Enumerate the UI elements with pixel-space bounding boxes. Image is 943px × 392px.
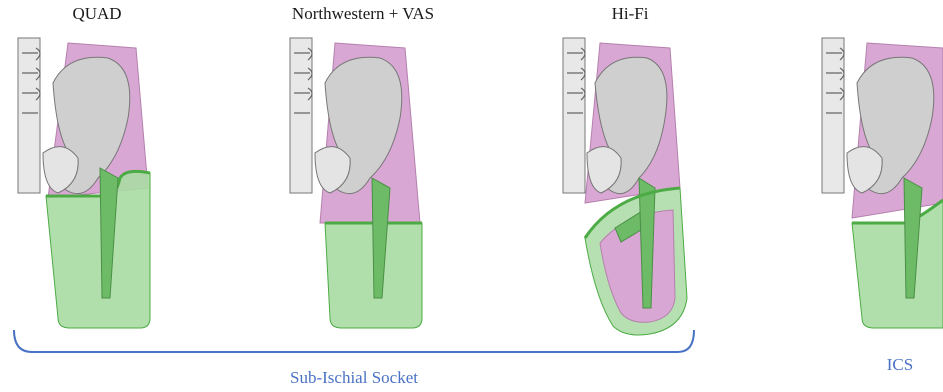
sub-ischial-socket-label: Sub-Ischial Socket (290, 368, 418, 388)
ics-label: ICS (887, 355, 913, 375)
